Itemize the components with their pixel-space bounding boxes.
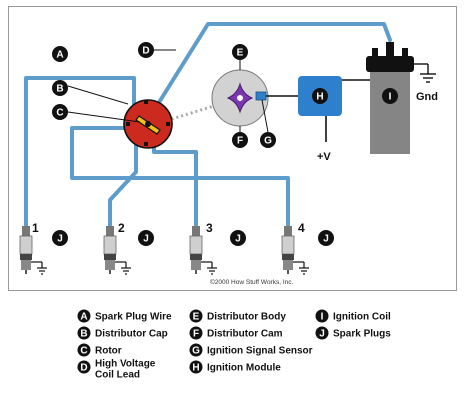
callout-j-3: J — [230, 230, 246, 246]
svg-text:B: B — [56, 84, 63, 95]
svg-text:J: J — [57, 234, 63, 245]
svg-text:Distributor Cam: Distributor Cam — [207, 329, 283, 340]
plug-number-3: 3 — [206, 221, 213, 235]
ignition-signal-sensor — [255, 91, 267, 101]
copyright-notice: ©2000 How Stuff Works, Inc. — [210, 278, 294, 286]
svg-text:I: I — [321, 312, 324, 323]
high-voltage-coil-lead — [146, 22, 392, 122]
svg-text:A: A — [56, 50, 63, 61]
legend-item-e: E Distributor Body — [189, 309, 286, 323]
rotor — [135, 115, 161, 135]
callout-h: H — [312, 88, 328, 104]
svg-text:Spark Plug Wire: Spark Plug Wire — [95, 312, 172, 323]
svg-text:Spark Plugs: Spark Plugs — [333, 329, 391, 340]
svg-text:Ignition Signal Sensor: Ignition Signal Sensor — [207, 346, 313, 357]
svg-text:F: F — [193, 329, 199, 340]
diagram-frame — [8, 6, 457, 291]
svg-text:H: H — [316, 92, 323, 103]
legend-item-g: G Ignition Signal Sensor — [189, 343, 313, 357]
legend: A Spark Plug Wire B Distributor Cap C Ro… — [77, 309, 391, 381]
svg-text:J: J — [143, 234, 149, 245]
svg-text:Rotor: Rotor — [95, 346, 122, 357]
coil-ground-symbol — [414, 63, 436, 83]
spark-plug-4 — [281, 226, 309, 275]
svg-text:E: E — [237, 48, 244, 59]
svg-text:F: F — [237, 136, 243, 147]
svg-text:G: G — [192, 346, 200, 357]
callout-g: G — [260, 132, 276, 148]
distributor-cam — [226, 82, 254, 114]
plug-number-4: 4 — [298, 221, 305, 235]
callout-e: E — [232, 44, 248, 60]
callout-a: A — [52, 46, 68, 62]
supply-voltage-label: +V — [317, 151, 331, 163]
svg-text:G: G — [264, 136, 272, 147]
legend-item-f: F Distributor Cam — [189, 326, 283, 340]
plug-number-1: 1 — [32, 221, 39, 235]
callout-j-2: J — [138, 230, 154, 246]
callout-j-4: J — [318, 230, 334, 246]
svg-text:I: I — [389, 92, 392, 103]
svg-text:Distributor Cap: Distributor Cap — [95, 329, 168, 340]
distributor-shaft-link — [161, 104, 215, 124]
spark-plug-wire-2 — [108, 140, 138, 228]
svg-text:H: H — [192, 363, 199, 374]
legend-item-i: I Ignition Coil — [315, 309, 391, 323]
callout-leaders — [67, 49, 269, 133]
spark-plug-wire-1 — [24, 76, 136, 228]
callout-i: I — [382, 88, 398, 104]
svg-text:C: C — [80, 346, 87, 357]
wires — [24, 22, 392, 228]
svg-text:D: D — [142, 46, 149, 57]
spark-plug-wire-4 — [70, 126, 290, 228]
svg-text:J: J — [319, 329, 325, 340]
callout-f: F — [232, 132, 248, 148]
svg-text:D: D — [80, 363, 87, 374]
svg-text:J: J — [235, 234, 241, 245]
legend-item-h: H Ignition Module — [189, 360, 281, 374]
legend-item-b: B Distributor Cap — [77, 326, 168, 340]
svg-text:C: C — [56, 108, 63, 119]
spark-plug-3 — [189, 226, 217, 275]
spark-plug-wire-3 — [152, 140, 198, 228]
ground-label: Gnd — [416, 91, 438, 103]
svg-text:Distributor Body: Distributor Body — [207, 312, 286, 323]
callout-d: D — [138, 42, 154, 58]
callout-b: B — [52, 80, 68, 96]
legend-item-j: J Spark Plugs — [315, 326, 391, 340]
ignition-coil — [366, 42, 414, 154]
svg-text:B: B — [80, 329, 87, 340]
svg-text:Ignition Module: Ignition Module — [207, 363, 281, 374]
svg-text:J: J — [323, 234, 329, 245]
svg-text:Ignition Coil: Ignition Coil — [333, 312, 391, 323]
spark-plug-1 — [19, 226, 47, 275]
svg-text:A: A — [80, 312, 87, 323]
legend-item-a: A Spark Plug Wire — [77, 309, 172, 323]
spark-plug-2 — [103, 226, 131, 275]
svg-text:E: E — [193, 312, 200, 323]
legend-item-c: C Rotor — [77, 343, 122, 357]
callout-j-1: J — [52, 230, 68, 246]
callout-c: C — [52, 104, 68, 120]
plug-number-2: 2 — [118, 221, 125, 235]
